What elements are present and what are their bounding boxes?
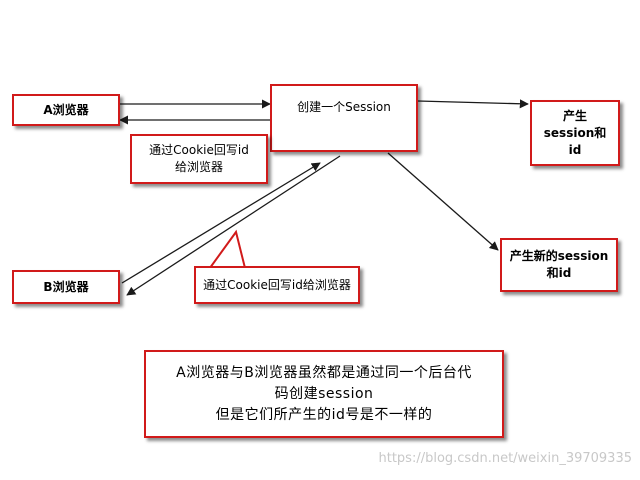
session-label: 创建一个Session bbox=[297, 100, 391, 114]
note-text: A浏览器与B浏览器虽然都是通过同一个后台代 码创建session 但是它们所产生… bbox=[176, 364, 472, 423]
produce-box: 产生 session和 id bbox=[530, 100, 620, 166]
arrow-session-to-produce bbox=[417, 99, 529, 109]
arrow-session-to-b bbox=[126, 155, 341, 296]
watermark-text: https://blog.csdn.net/weixin_39709335 bbox=[378, 451, 632, 466]
produce-new-label: 产生新的session 和id bbox=[509, 249, 609, 280]
cookie-b-box: 通过Cookie回写id给浏览器 bbox=[194, 266, 360, 304]
produce-new-box: 产生新的session 和id bbox=[500, 238, 618, 292]
arrow-session-to-produce-new bbox=[387, 152, 499, 251]
session-box: 创建一个Session bbox=[270, 84, 418, 152]
produce-label: 产生 session和 id bbox=[543, 108, 607, 157]
cookie-b-label: 通过Cookie回写id给浏览器 bbox=[203, 277, 351, 292]
cookie-a-box: 通过Cookie回写id 给浏览器 bbox=[130, 134, 268, 184]
callout-pointer bbox=[206, 229, 247, 273]
arrow-b-to-session bbox=[121, 162, 321, 284]
note-box: A浏览器与B浏览器虽然都是通过同一个后台代 码创建session 但是它们所产生… bbox=[144, 350, 504, 438]
cookie-a-label: 通过Cookie回写id 给浏览器 bbox=[149, 143, 249, 174]
browser-b-box: B浏览器 bbox=[12, 270, 120, 304]
browser-b-label: B浏览器 bbox=[43, 279, 89, 294]
browser-a-label: A浏览器 bbox=[43, 102, 89, 117]
browser-a-box: A浏览器 bbox=[12, 94, 120, 126]
